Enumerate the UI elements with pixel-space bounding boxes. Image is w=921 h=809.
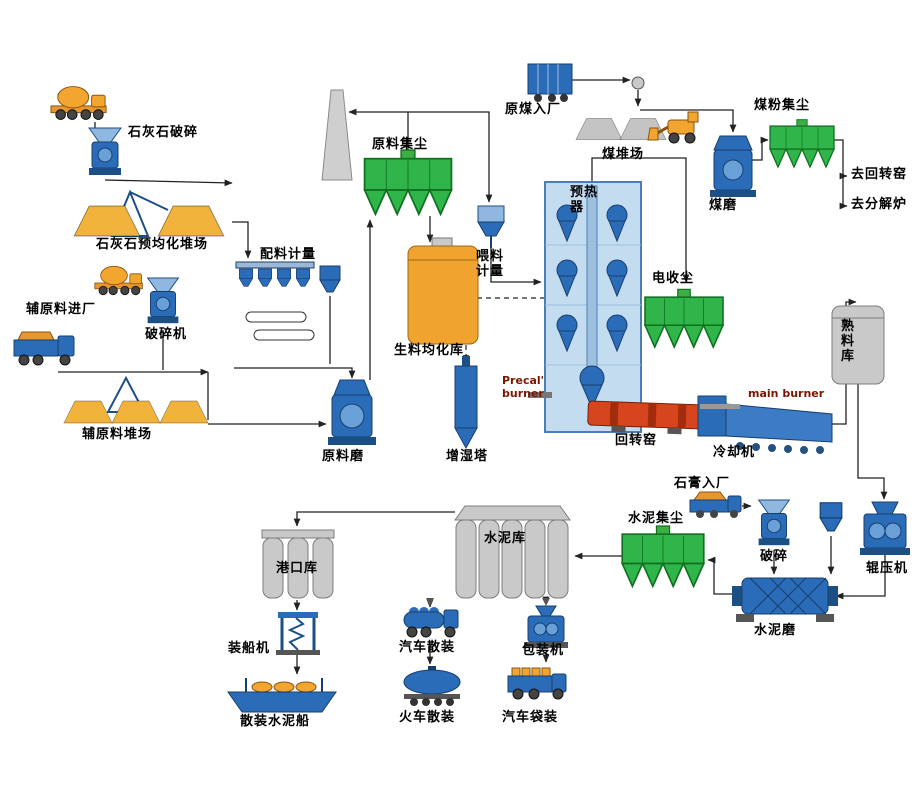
- label-main-burner: main burner: [748, 387, 825, 400]
- label-cooler: 冷却机: [713, 445, 756, 460]
- limestone-crusher: [88, 127, 122, 176]
- label-ship-loader: 装船机: [228, 641, 271, 656]
- additive-hopper: [819, 502, 843, 532]
- label-cement-mill: 水泥磨: [754, 623, 797, 638]
- preheater-tower: [528, 181, 642, 433]
- label-coal-dust-collector: 煤粉集尘: [754, 98, 811, 113]
- conveyor-pulley: [631, 76, 645, 90]
- cement-silo-group: [454, 505, 571, 599]
- label-to-calciner: 去分解炉: [851, 197, 908, 212]
- batching-bins: [235, 261, 315, 287]
- label-coal-yard: 煤堆场: [602, 147, 645, 162]
- raw-meal-silo: [407, 237, 479, 345]
- label-humidifying-tower: 增湿塔: [446, 449, 489, 464]
- aux-piles: [63, 400, 209, 424]
- label-preheater: 预热器: [570, 185, 599, 215]
- label-to-rotary-kiln: 去回转窑: [851, 167, 908, 182]
- packing-machine: [524, 605, 568, 648]
- bag-truck: [507, 667, 567, 700]
- feeding-hopper: [477, 205, 505, 248]
- label-packing-machine: 包装机: [522, 643, 565, 658]
- label-raw-coal-entry: 原煤入厂: [505, 102, 562, 117]
- rotary-kiln: [587, 400, 705, 435]
- raw-dust-collector: [363, 149, 453, 216]
- label-train-bulk: 火车散装: [399, 710, 456, 725]
- label-raw-meal-silo: 生料均化库: [394, 343, 465, 358]
- esp-collector: [644, 288, 724, 348]
- cooler: [697, 395, 833, 454]
- coal-dust-collector: [769, 118, 835, 168]
- label-raw-dust-collector: 原料集尘: [372, 137, 429, 152]
- port-silo-group: [261, 529, 335, 599]
- wheel-loader: [647, 111, 699, 144]
- ship-loader-machine: [276, 612, 320, 655]
- label-roller-press: 辊压机: [866, 561, 909, 576]
- limestone-piles: [73, 205, 225, 237]
- label-cement-silo: 水泥库: [484, 531, 527, 546]
- label-esp: 电收尘: [652, 271, 695, 286]
- flow-lines: [58, 76, 888, 675]
- gypsum-truck: [689, 491, 742, 518]
- roller-press: [860, 501, 910, 555]
- batching-conveyors: [245, 311, 315, 341]
- label-rotary-kiln: 回转窑: [615, 433, 658, 448]
- silo-spout: [426, 598, 434, 606]
- label-clinker-silo: 熟料库: [841, 319, 856, 364]
- main-burner-pipe: [700, 404, 740, 409]
- aux-dump-truck: [13, 331, 75, 366]
- label-precal-burner: Precal' burner: [502, 374, 545, 400]
- label-truck-bagged: 汽车袋装: [502, 710, 559, 725]
- silo-spout: [542, 598, 550, 606]
- coal-mill: [710, 135, 756, 197]
- aux-mixer-truck: [94, 265, 143, 296]
- precalciner-burner-pipe: [528, 392, 552, 398]
- cement-dust-collector: [621, 525, 705, 588]
- label-truck-bulk: 汽车散装: [399, 640, 456, 655]
- batching-side-hopper: [319, 265, 341, 293]
- bulk-truck: [403, 607, 459, 638]
- chimney: [321, 89, 353, 181]
- label-limestone-preblending-yard: 石灰石预均化堆场: [96, 237, 209, 252]
- coal-unloading-machine: [527, 63, 573, 102]
- rail-tanker: [403, 666, 461, 706]
- clinker-silo: [831, 305, 885, 385]
- label-cement-dust-collector: 水泥集尘: [628, 511, 685, 526]
- raw-mill: [328, 379, 376, 445]
- humidifying-tower: [454, 356, 478, 450]
- limestone-mixer-truck: [50, 86, 107, 120]
- aux-crusher: [147, 277, 179, 324]
- label-limestone-crushing: 石灰石破碎: [128, 125, 199, 140]
- label-aux-material-yard: 辅原料堆场: [82, 427, 153, 442]
- label-crushing: 破碎: [760, 549, 789, 564]
- bulk-cement-ship: [227, 678, 337, 713]
- label-feeding-metering: 喂料计量: [476, 249, 505, 279]
- label-batching-metering: 配料计量: [260, 247, 317, 262]
- label-bulk-cement-ship: 散装水泥船: [240, 714, 311, 729]
- label-raw-mill: 原料磨: [322, 449, 365, 464]
- label-aux-material-entry: 辅原料进厂: [26, 302, 97, 317]
- preheater-cyclones: [556, 204, 628, 410]
- label-port-silo: 港口库: [276, 561, 319, 576]
- cement-mill: [732, 577, 838, 622]
- label-gypsum-entry: 石膏入厂: [674, 476, 731, 491]
- gypsum-crusher: [758, 499, 790, 546]
- label-coal-mill: 煤磨: [709, 198, 738, 213]
- label-crusher-machine: 破碎机: [145, 327, 188, 342]
